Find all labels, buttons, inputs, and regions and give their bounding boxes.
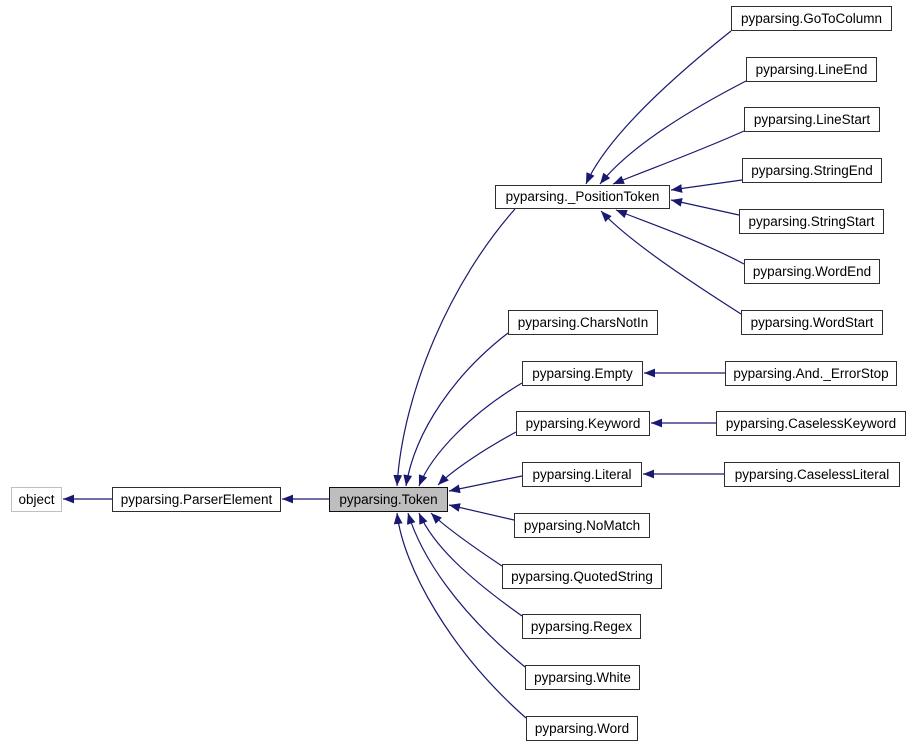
class-node-token-current[interactable]: pyparsing.Token	[329, 487, 448, 512]
class-node-label: pyparsing.LineStart	[753, 111, 871, 127]
class-node-parserelement[interactable]: pyparsing.ParserElement	[112, 487, 281, 512]
class-node-label: pyparsing.WordEnd	[752, 263, 872, 279]
edge-literal-to-token	[448, 475, 523, 494]
class-node-nomatch[interactable]: pyparsing.NoMatch	[514, 513, 650, 538]
class-node-caselesskeyword[interactable]: pyparsing.CaselessKeyword	[716, 411, 906, 436]
edge-wordend-to-positiontoken	[615, 209, 745, 265]
edge-white-to-token	[406, 512, 526, 668]
edge-linestart-to-positiontoken	[612, 130, 745, 185]
edge-group	[63, 30, 747, 719]
class-node-label: pyparsing.CaselessKeyword	[725, 415, 897, 431]
class-node-label: pyparsing.And._ErrorStop	[733, 365, 889, 381]
class-node-literal[interactable]: pyparsing.Literal	[522, 462, 642, 487]
edge-quotedstring-to-token	[430, 512, 503, 567]
class-node-label: pyparsing.NoMatch	[523, 517, 641, 533]
class-node-label: pyparsing.Word	[534, 720, 630, 736]
class-node-lineend[interactable]: pyparsing.LineEnd	[746, 57, 877, 82]
class-node-stringend[interactable]: pyparsing.StringEnd	[742, 158, 882, 183]
class-node-label: pyparsing.White	[534, 669, 631, 685]
class-node-empty[interactable]: pyparsing.Empty	[522, 361, 643, 386]
edge-charsnotin-to-token	[403, 332, 509, 487]
class-node-label: object	[18, 491, 55, 507]
edge-lineend-to-positiontoken	[599, 80, 747, 185]
class-node-label: pyparsing.Regex	[530, 618, 633, 634]
class-node-quotedstring[interactable]: pyparsing.QuotedString	[502, 564, 662, 589]
edge-keyword-to-token	[437, 431, 517, 486]
class-node-label: pyparsing.Empty	[532, 365, 633, 381]
edge-wordstart-to-positiontoken	[600, 210, 742, 315]
edge-word-to-token	[393, 512, 527, 719]
class-node-regex[interactable]: pyparsing.Regex	[522, 614, 641, 639]
class-node-linestart[interactable]: pyparsing.LineStart	[744, 107, 880, 132]
class-node-label: pyparsing.StringStart	[748, 213, 875, 229]
class-node-label: pyparsing._PositionToken	[505, 189, 660, 205]
class-node-charsnotin[interactable]: pyparsing.CharsNotIn	[508, 310, 658, 335]
edge-gotocolumn-to-positiontoken	[585, 30, 732, 185]
class-node-label: pyparsing.StringEnd	[751, 162, 873, 178]
class-node-label: pyparsing.GoToColumn	[740, 10, 883, 26]
class-node-label: pyparsing.CaselessLiteral	[734, 466, 890, 482]
class-node-errorstop[interactable]: pyparsing.And._ErrorStop	[725, 361, 897, 386]
class-node-object: object	[11, 487, 62, 512]
class-node-wordend[interactable]: pyparsing.WordEnd	[744, 259, 880, 284]
edge-nomatch-to-token	[448, 503, 515, 521]
class-node-stringstart[interactable]: pyparsing.StringStart	[739, 209, 884, 234]
class-node-label: pyparsing.WordStart	[750, 314, 874, 330]
class-node-label: pyparsing.ParserElement	[120, 491, 273, 507]
class-node-white[interactable]: pyparsing.White	[525, 665, 640, 690]
class-node-positiontoken[interactable]: pyparsing._PositionToken	[495, 185, 670, 209]
class-node-label: pyparsing.CharsNotIn	[517, 314, 649, 330]
class-node-keyword[interactable]: pyparsing.Keyword	[516, 411, 650, 436]
edge-empty-to-token	[418, 382, 523, 487]
class-node-gotocolumn[interactable]: pyparsing.GoToColumn	[731, 6, 892, 31]
class-node-caselessliteral[interactable]: pyparsing.CaselessLiteral	[724, 462, 900, 487]
class-node-word[interactable]: pyparsing.Word	[526, 716, 638, 741]
class-node-label: pyparsing.Token	[339, 491, 438, 507]
edge-stringend-to-positiontoken	[670, 179, 743, 193]
class-node-label: pyparsing.Keyword	[525, 415, 641, 431]
class-node-wordstart[interactable]: pyparsing.WordStart	[741, 310, 883, 335]
class-node-label: pyparsing.Literal	[532, 466, 632, 482]
edge-stringstart-to-positiontoken	[670, 198, 740, 216]
class-node-label: pyparsing.LineEnd	[755, 61, 868, 77]
edge-positiontoken-to-token	[393, 208, 516, 487]
class-node-label: pyparsing.QuotedString	[511, 568, 653, 584]
